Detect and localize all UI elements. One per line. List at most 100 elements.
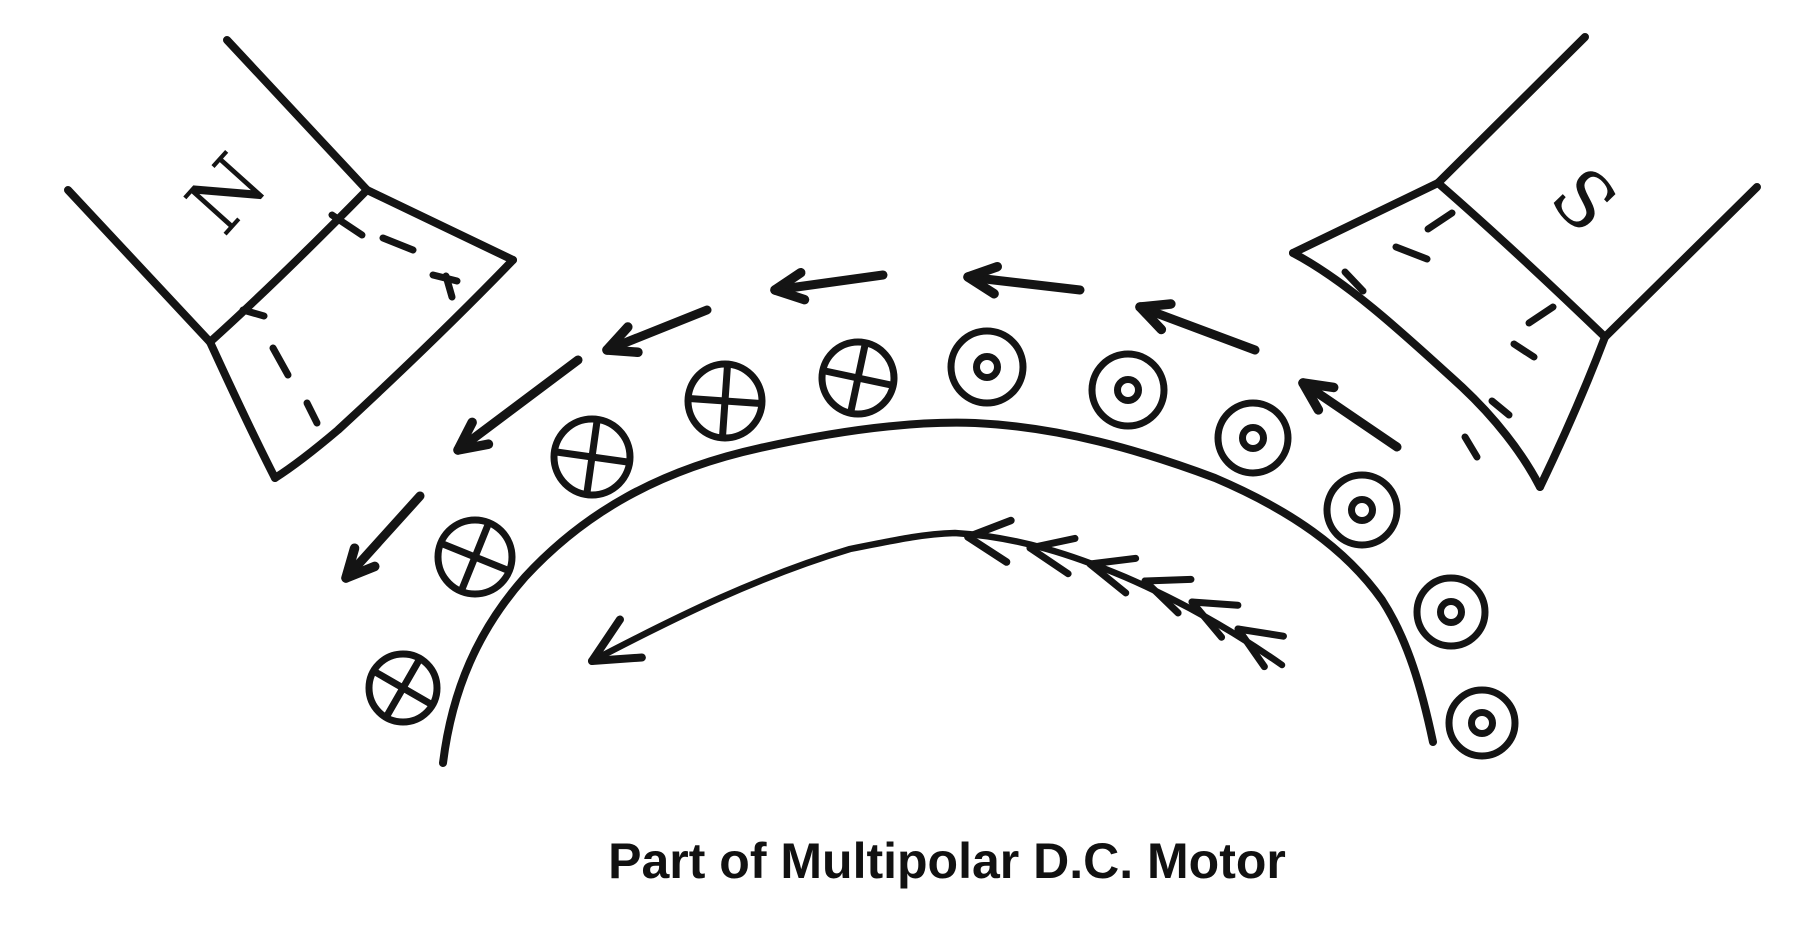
n-pole-outline bbox=[206, 186, 371, 346]
cross-icon bbox=[719, 363, 731, 439]
conductor-current-out bbox=[1323, 471, 1401, 549]
n-pole-hidden-edge-dash bbox=[442, 272, 456, 301]
conductor-current-in bbox=[818, 338, 898, 418]
s-pole-hidden-edge-dash bbox=[1341, 268, 1367, 295]
conductor-current-in bbox=[684, 360, 766, 442]
flux-arrow-shaft bbox=[453, 355, 583, 455]
flux-arrow bbox=[963, 261, 1085, 299]
flux-arrow-shaft bbox=[1298, 378, 1402, 452]
figure-caption: Part of Multipolar D.C. Motor bbox=[608, 833, 1286, 889]
conductor-circle bbox=[365, 650, 441, 726]
n-pole-outline bbox=[206, 338, 279, 482]
flux-arrow-shaft bbox=[770, 270, 888, 295]
conductor-circle bbox=[947, 327, 1027, 407]
flux-arrowhead bbox=[453, 439, 494, 455]
flux-arrowhead bbox=[602, 345, 643, 358]
feather-chevron bbox=[1141, 575, 1195, 585]
cross-icon bbox=[383, 657, 423, 719]
s-pole-hidden-edge-dash bbox=[1461, 433, 1481, 461]
flux-arrow bbox=[602, 305, 712, 358]
flux-arrow-shaft bbox=[963, 272, 1085, 295]
n-pole-outline bbox=[64, 186, 214, 346]
feather-chevron bbox=[1026, 534, 1079, 552]
feather-chevron bbox=[1234, 625, 1287, 640]
feather-chevron bbox=[1234, 625, 1268, 671]
conductor-current-in bbox=[434, 516, 516, 598]
dot-icon bbox=[973, 353, 1001, 381]
s-pole-hidden-edge-dash bbox=[1488, 397, 1513, 419]
conductor-current-out bbox=[1088, 350, 1168, 430]
feather-chevron bbox=[1188, 598, 1242, 609]
flux-arrow bbox=[1135, 299, 1260, 355]
conductor-current-in bbox=[550, 415, 634, 499]
conductor-current-out bbox=[1413, 574, 1489, 650]
dot-icon bbox=[1348, 496, 1376, 524]
rotation-direction-arrow bbox=[588, 516, 1287, 671]
n-pole-outline bbox=[363, 186, 517, 264]
conductor-current-out bbox=[1445, 686, 1519, 760]
s-pole-outline bbox=[1289, 179, 1442, 257]
flux-arrow bbox=[1298, 378, 1402, 452]
flux-arrow-shaft bbox=[1135, 302, 1260, 355]
conductor-circle bbox=[1088, 350, 1168, 430]
conductor-circle bbox=[550, 415, 634, 499]
n-pole-outline bbox=[271, 256, 517, 482]
conductor-current-out bbox=[947, 327, 1027, 407]
flux-arrow-shaft bbox=[341, 491, 425, 583]
rotation-arrowhead bbox=[588, 615, 624, 665]
feather-arrowhead bbox=[964, 516, 1015, 541]
conductor-circle bbox=[818, 338, 898, 418]
s-pole-tick bbox=[1525, 303, 1557, 327]
rotation-arrowhead bbox=[588, 653, 646, 665]
n-pole-hidden-edge-dash bbox=[379, 234, 417, 254]
pole-label-n: N bbox=[169, 137, 285, 251]
rotation-arrow-path bbox=[588, 529, 1286, 669]
flux-arrow-shaft bbox=[602, 305, 712, 355]
conductor-circle bbox=[1214, 399, 1292, 477]
flux-arrowhead bbox=[770, 285, 810, 305]
conductor-circle bbox=[1413, 574, 1489, 650]
n-pole-tick bbox=[328, 211, 366, 239]
s-pole-hidden-edge-dash bbox=[1392, 243, 1431, 263]
n-pole: N bbox=[64, 36, 517, 482]
dot-icon bbox=[1239, 424, 1267, 452]
n-pole-hidden-edge-dash bbox=[303, 399, 321, 427]
dot-icon bbox=[1437, 598, 1465, 626]
conductor-current-in bbox=[365, 650, 441, 726]
flux-arrowhead bbox=[963, 272, 999, 299]
pole-label-s: S bbox=[1534, 150, 1634, 249]
s-pole-tick bbox=[1424, 209, 1456, 233]
conductor-circle bbox=[1323, 471, 1401, 549]
feather-chevron bbox=[1086, 554, 1140, 568]
feather-chevron bbox=[1086, 560, 1130, 597]
cross-icon bbox=[847, 342, 869, 414]
s-pole-outline bbox=[1536, 333, 1609, 491]
s-pole-outline bbox=[1601, 183, 1761, 341]
n-pole-outline bbox=[223, 36, 371, 194]
flux-arrow bbox=[341, 491, 425, 583]
s-pole-outline bbox=[1434, 179, 1609, 341]
cross-icon bbox=[583, 418, 601, 496]
conductor-circle bbox=[434, 516, 516, 598]
dot-icon bbox=[1114, 376, 1142, 404]
flux-arrow bbox=[770, 267, 888, 305]
flux-arrowhead bbox=[1135, 302, 1167, 335]
n-pole-hidden-edge-dash bbox=[269, 344, 292, 379]
conductor-circle bbox=[1445, 686, 1519, 760]
conductor-current-out bbox=[1214, 399, 1292, 477]
dot-icon bbox=[1468, 709, 1496, 737]
s-pole-outline bbox=[1434, 33, 1589, 187]
n-pole-tick bbox=[239, 306, 268, 320]
armature bbox=[439, 418, 1437, 767]
feather-chevron bbox=[1141, 577, 1182, 617]
conductor-circle bbox=[684, 360, 766, 442]
flux-arrowhead bbox=[1298, 378, 1324, 415]
s-pole-hidden-edge-dash bbox=[1510, 340, 1538, 361]
feather-chevron bbox=[1188, 598, 1226, 641]
armature-outer-arc bbox=[439, 418, 1437, 767]
feather-chevron bbox=[1026, 544, 1072, 578]
flux-arrowhead bbox=[341, 561, 380, 583]
feather-arrowhead bbox=[964, 533, 1011, 566]
